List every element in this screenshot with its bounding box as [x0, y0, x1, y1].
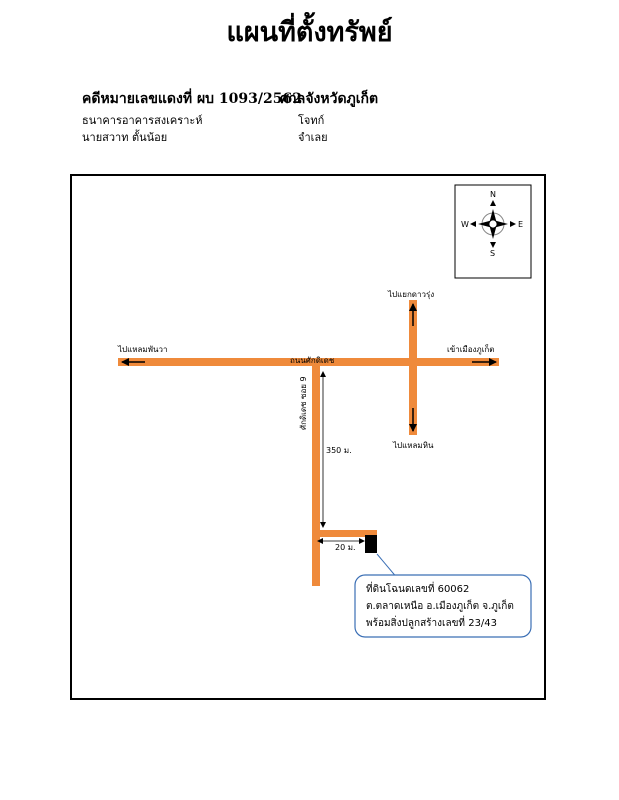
- road-branch: [312, 530, 377, 537]
- road-soi-9: [312, 366, 320, 586]
- label-to-dao-rung: ไปแยกดาวรุ่ง: [387, 290, 434, 299]
- map-frame: [70, 174, 546, 700]
- label-to-laem-hin: ไปแหลมหิน: [392, 441, 434, 450]
- compass-e: E: [518, 220, 523, 229]
- property-line-2: ต.ตลาดเหนือ อ.เมืองภูเก็ต จ.ภูเก็ต: [366, 598, 514, 612]
- compass-n: N: [490, 190, 496, 199]
- property-callout: [354, 574, 532, 638]
- plaintiff-name: ธนาคารอาคารสงเคราะห์: [82, 114, 203, 127]
- label-soi-9: ศักดิเดช ซอย 9: [299, 376, 308, 430]
- property-line-3: พร้อมสิ่งปลูกสร้างเลขที่ 23/43: [366, 615, 497, 629]
- court-name: ศาลจังหวัดภูเก็ต: [280, 91, 379, 107]
- label-to-phuket-town: เข้าเมืองภูเก็ต: [447, 344, 494, 355]
- road-sakdidet: [118, 358, 499, 366]
- compass-rose-icon: N S W E: [454, 184, 532, 279]
- label-distance-20: 20 ม.: [335, 543, 356, 552]
- label-distance-350: 350 ม.: [326, 446, 352, 455]
- label-road-sakdidet: ถนนศักดิเดช: [290, 356, 335, 365]
- case-number: คดีหมายเลขแดงที่ ผบ 1093/2562: [82, 91, 302, 107]
- compass-w: W: [461, 220, 469, 229]
- page-title: แผนที่ตั้งทรัพย์: [226, 17, 393, 48]
- road-cross: [409, 300, 417, 435]
- defendant-role: จำเลย: [298, 131, 328, 144]
- compass-s: S: [490, 249, 495, 258]
- label-to-laem-phanwa: ไปแหลมพันวา: [117, 345, 167, 354]
- property-marker: [365, 535, 377, 553]
- plaintiff-role: โจทก์: [298, 114, 325, 127]
- defendant-name: นายสวาท ตั้นน้อย: [82, 131, 168, 144]
- property-line-1: ที่ดินโฉนดเลขที่ 60062: [366, 581, 469, 595]
